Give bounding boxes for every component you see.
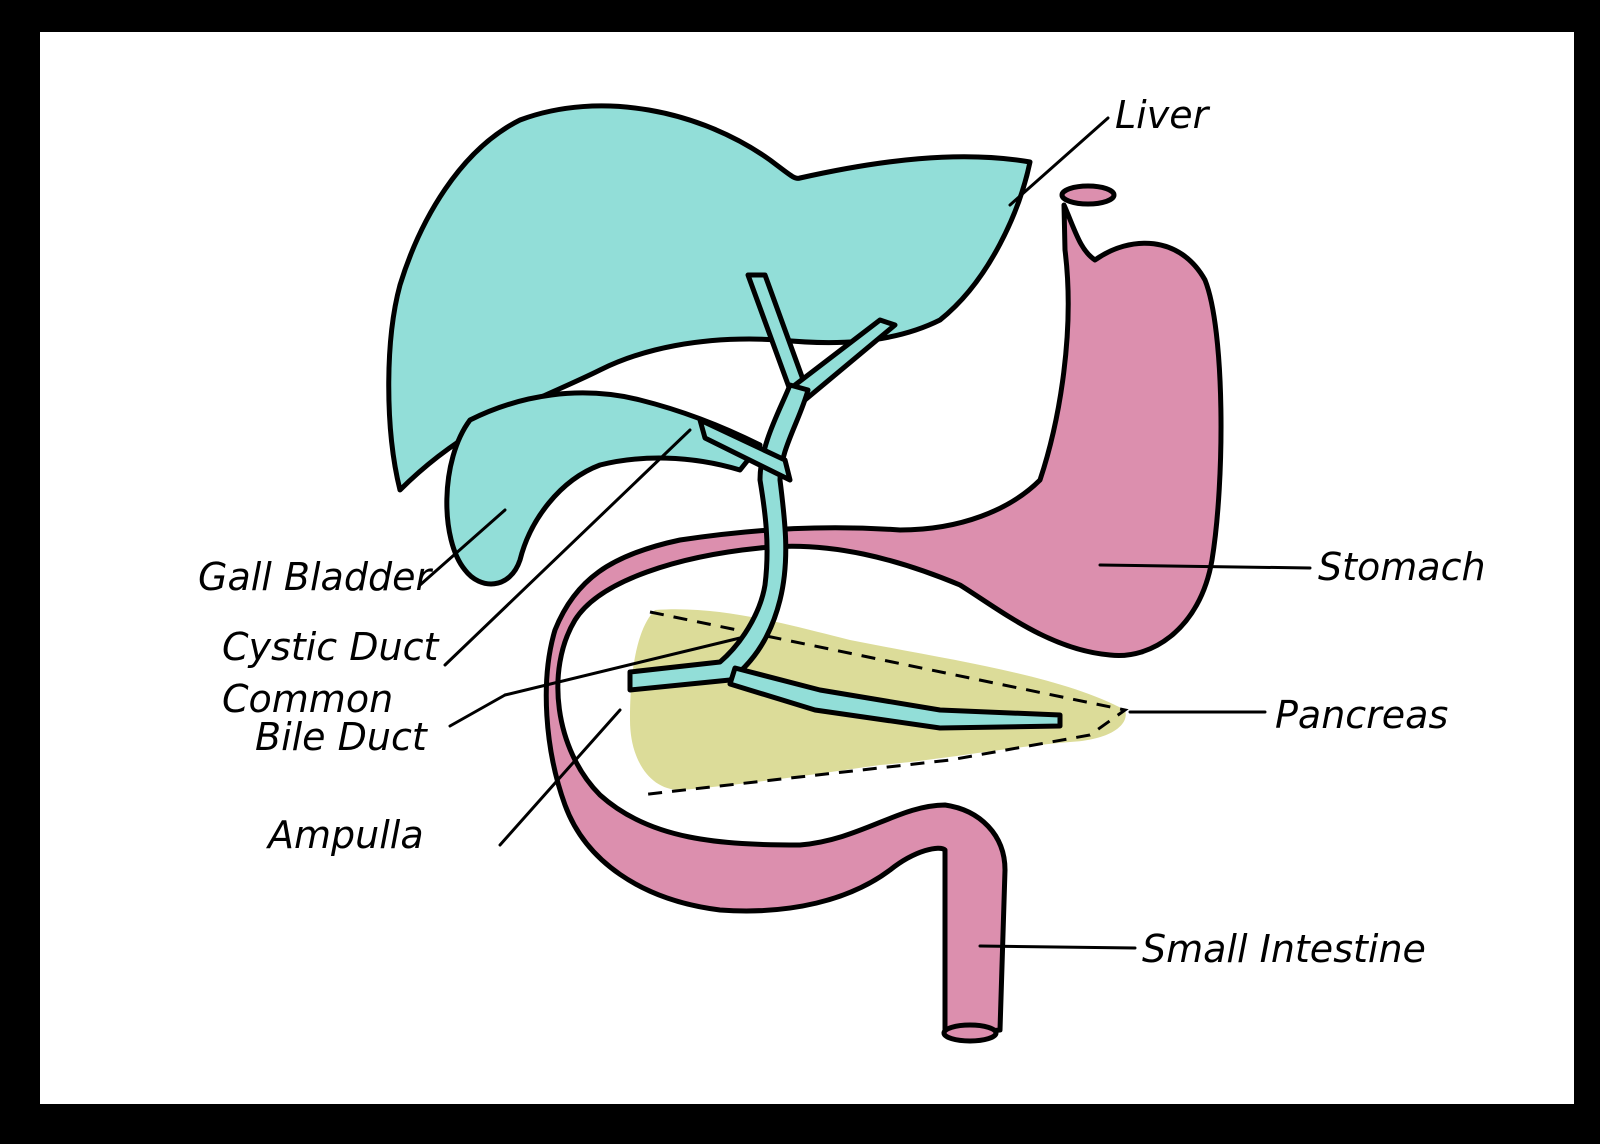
label-common-bile-duct-line2: Bile Duct bbox=[255, 715, 429, 759]
ampulla-leader bbox=[498, 708, 622, 847]
liver-leader bbox=[1008, 116, 1110, 207]
common-bile-duct-leader bbox=[503, 636, 742, 697]
label-stomach: Stomach bbox=[1318, 545, 1486, 589]
common-bile-duct-leader-tail bbox=[448, 693, 507, 728]
label-small-intestine: Small Intestine bbox=[1142, 927, 1426, 971]
label-cystic-duct: Cystic Duct bbox=[222, 625, 440, 669]
esophagus-opening bbox=[1059, 183, 1117, 207]
gall-bladder-leader bbox=[418, 508, 507, 587]
stomach-leader bbox=[1098, 563, 1312, 570]
gall-bladder-shape bbox=[444, 390, 763, 587]
label-ampulla: Ampulla bbox=[265, 813, 424, 857]
pancreatic-duct-shape bbox=[727, 665, 1063, 731]
stomach-shape bbox=[543, 202, 1224, 1038]
label-common-bile-duct-line1: Common bbox=[222, 677, 393, 721]
label-liver: Liver bbox=[1115, 93, 1211, 137]
pancreas-dashed-outline bbox=[639, 610, 1129, 797]
cystic-duct-shape bbox=[697, 417, 793, 483]
intestine-opening bbox=[941, 1022, 999, 1044]
label-gall-bladder: Gall Bladder bbox=[198, 555, 433, 599]
small-intestine-leader bbox=[978, 944, 1137, 950]
cystic-duct-leader bbox=[443, 428, 692, 667]
label-pancreas: Pancreas bbox=[1275, 693, 1448, 737]
